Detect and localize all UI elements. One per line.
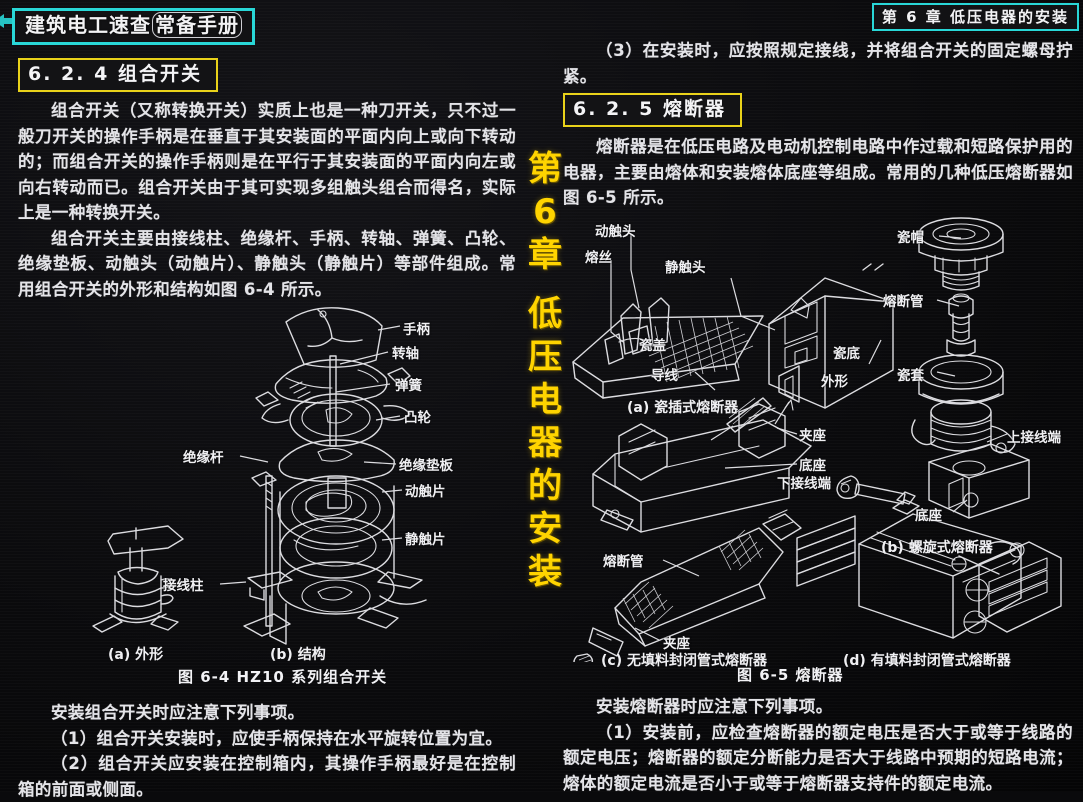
switch-exterior-drawing	[92, 525, 184, 633]
figure-6-4-label-terminal: 接线柱	[163, 578, 204, 594]
left-paragraph-3: 安装组合开关时应注意下列事项。	[51, 703, 305, 722]
running-head: 第 6 章 低压电器的安装	[871, 3, 1079, 31]
figure-6-4-sub-a: (a) 外形	[108, 647, 164, 663]
chapter-char-5: 压	[528, 337, 562, 377]
fuse-tube-nofiller-drawing	[573, 403, 812, 662]
chapter-char-3: 章	[528, 235, 562, 275]
figure-6-5-drawing	[572, 217, 1062, 662]
left-paragraph-5: （2）组合开关应安装在控制箱内，其操作手柄最好是在控制箱的前面或侧面。	[18, 754, 516, 799]
figure-6-4-drawing	[92, 307, 427, 645]
chapter-char-10: 装	[528, 552, 562, 592]
figure-6-4-caption: 图 6-4 HZ10 系列组合开关	[178, 668, 388, 686]
figure-6-4-label-shaft: 转轴	[392, 346, 419, 362]
fuse-tube-filled-drawing	[796, 491, 1062, 639]
chapter-char-2: 6	[533, 192, 557, 232]
figure-6-5-label-porcelain-cap: 瓷帽	[897, 230, 924, 246]
figure-6-5-label-static-contact: 静触头	[665, 260, 706, 276]
chapter-vertical-title: 第 6 章 低 压 电 器 的 安 装	[516, 148, 574, 594]
figure-6-4-label-cam: 凸轮	[404, 410, 431, 426]
left-paragraph-1: 组合开关（又称转换开关）实质上也是一种刀开关，只不过一般刀开关的操作手柄是在垂直…	[18, 101, 516, 222]
figure-6-5-sub-a: (a) 瓷插式熔断器	[627, 400, 739, 416]
figure-6-4-label-moving-contact: 动触片	[405, 484, 446, 500]
chapter-char-4: 低	[528, 294, 562, 334]
figure-6-5-label-clamp-bottom: 夹座	[663, 636, 690, 652]
figure-6-5-sub-d: (d) 有填料封闭管式熔断器	[843, 653, 1011, 669]
figure-6-5-label-moving-contact: 动触头	[595, 224, 636, 240]
right-paragraph-3: （1）安装前，应检查熔断器的额定电压是否大于或等于线路的额定电压；熔断器的额定分…	[563, 722, 1073, 793]
chapter-char-1: 第	[528, 149, 562, 189]
left-paragraph-2: 组合开关主要由接线柱、绝缘杆、手柄、转轴、弹簧、凸轮、绝缘垫板、动触头（动触片）…	[18, 228, 516, 299]
chapter-char-6: 电	[528, 380, 562, 420]
right-paragraph-2: 安装熔断器时应注意下列事项。	[596, 697, 833, 716]
book-title-paren: 常备手册	[152, 12, 242, 38]
figure-6-5-label-upper-terminal: 上接线端	[1007, 430, 1061, 446]
figure-6-5-leaders	[610, 234, 1008, 641]
figure-6-4-label-spring: 弹簧	[395, 378, 422, 394]
section-heading-625: 6. 2. 5 熔断器	[563, 93, 742, 127]
figure-6-4-leaders	[219, 325, 403, 585]
left-paragraph-4: （1）组合开关安装时，应使手柄保持在水平旋转位置为宜。	[51, 728, 503, 748]
figure-6-4-label-static-contact: 静触片	[405, 532, 446, 548]
switch-structure-drawing	[243, 307, 427, 645]
right-paragraph-0: （3）在安装时，应按照规定接线，并将组合开关的固定螺母拧紧。	[563, 41, 1073, 86]
figure-6-5-label-porcelain-sleeve: 瓷套	[897, 368, 924, 384]
fuse-screw-type-drawing	[836, 217, 1030, 519]
figure-6-5-label-lower-terminal: 下接线端	[777, 476, 831, 492]
figure-6-4-label-insulating-rod: 绝缘杆	[183, 450, 224, 466]
figure-6-5-label-lead-wire: 导线	[651, 368, 678, 384]
figure-6-4-label-handle: 手柄	[403, 322, 430, 338]
figure-6-4: 手柄 转轴 弹簧 凸轮 绝缘杆 绝缘垫板 动触片 静触片 接线柱 (a) 外形 …	[18, 296, 518, 686]
figure-6-5-sub-c: (c) 无填料封闭管式熔断器	[601, 653, 767, 669]
chapter-char-8: 的	[528, 466, 562, 506]
figure-6-5-label-fuse-tube-b: 熔断管	[883, 294, 924, 310]
figure-6-5-label-fuse-tube-c: 熔断管	[603, 554, 644, 570]
figure-6-5-label-porcelain-cover: 瓷盖	[639, 338, 666, 354]
figure-6-5: 动触头 熔丝 静触头 瓷底 瓷盖 导线 外形 瓷帽 熔断管 瓷套 上接线端 下接…	[563, 212, 1083, 684]
chapter-char-9: 安	[528, 509, 562, 549]
figure-6-5-label-porcelain-base: 瓷底	[833, 346, 860, 362]
book-title-tag[interactable]: 建筑电工速查常备手册	[12, 8, 255, 45]
figure-6-5-label-fuse-wire: 熔丝	[585, 250, 612, 266]
figure-6-5-sub-b: (b) 螺旋式熔断器	[881, 540, 993, 556]
right-paragraph-1: 熔断器是在低压电路及电动机控制电路中作过载和短路保护用的电器，主要由熔体和安装熔…	[563, 137, 1073, 207]
figure-6-5-label-base-b: 底座	[915, 508, 942, 524]
section-heading-624: 6. 2. 4 组合开关	[18, 58, 218, 92]
book-title-main: 建筑电工速查	[25, 13, 151, 37]
bookmark-arrow-icon[interactable]	[0, 12, 16, 30]
figure-6-4-sub-b: (b) 结构	[270, 647, 326, 663]
chapter-char-7: 器	[528, 423, 562, 463]
figure-6-4-label-insulating-plate: 绝缘垫板	[399, 458, 453, 474]
figure-6-5-label-appearance: 外形	[821, 374, 848, 390]
figure-6-5-label-clamp-top: 夹座	[799, 428, 826, 444]
fuse-porcelain-plug-drawing	[572, 263, 894, 433]
figure-6-5-label-base-c: 底座	[799, 458, 826, 474]
figure-6-5-caption: 图 6-5 熔断器	[737, 666, 844, 684]
